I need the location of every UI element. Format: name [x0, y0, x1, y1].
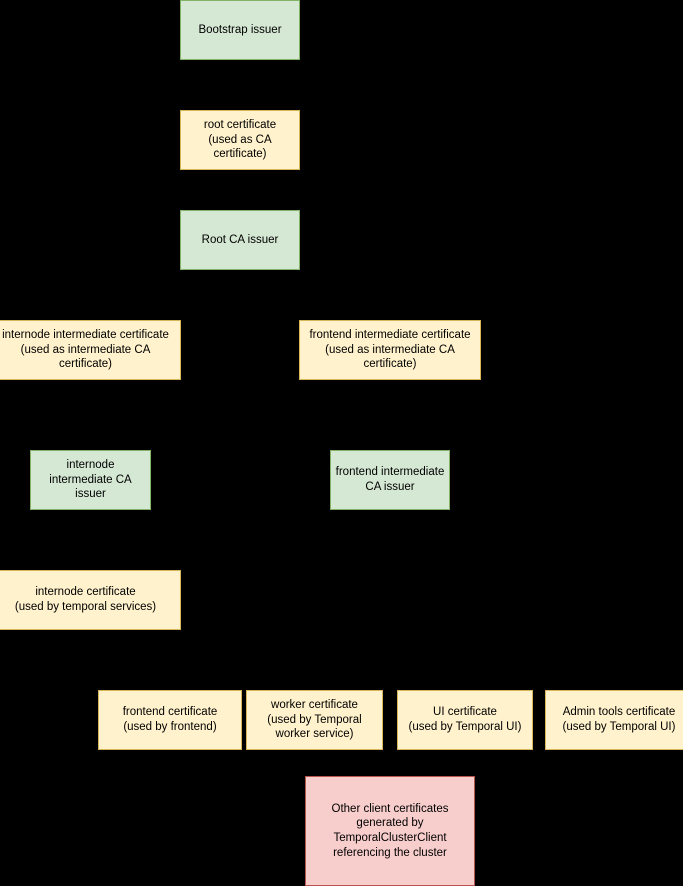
node-other-client-certificates[interactable]: Other client certificates generated by T…: [305, 776, 475, 886]
node-frontend-intermediate-ca-issuer[interactable]: frontend intermediate CA issuer: [330, 450, 450, 510]
edge-root-ca-to-internode-inter: [84, 270, 241, 320]
edge-frontend-issuer-to-frontend-cert: [169, 510, 391, 690]
edge-frontend-issuer-to-ui-cert: [389, 510, 466, 690]
node-frontend-certificate[interactable]: frontend certificate (used by frontend): [98, 690, 242, 750]
node-internode-intermediate-ca-issuer[interactable]: internode intermediate CA issuer: [30, 450, 151, 510]
edge-frontend-issuer-to-worker-cert: [313, 510, 391, 690]
edge-root-ca-to-frontend-inter: [239, 270, 391, 320]
node-ui-certificate[interactable]: UI certificate (used by Temporal UI): [397, 690, 533, 750]
node-root-certificate[interactable]: root certificate (used as CA certificate…: [180, 110, 300, 170]
node-worker-certificate[interactable]: worker certificate (used by Temporal wor…: [246, 690, 383, 750]
node-bootstrap-issuer[interactable]: Bootstrap issuer: [180, 0, 300, 60]
node-internode-certificate[interactable]: internode certificate (used by temporal …: [0, 570, 181, 630]
node-admin-tools-certificate[interactable]: Admin tools certificate (used by Tempora…: [545, 690, 683, 750]
node-root-ca-issuer[interactable]: Root CA issuer: [180, 210, 300, 270]
node-frontend-intermediate-certificate[interactable]: frontend intermediate certificate (used …: [299, 320, 481, 380]
node-internode-intermediate-certificate[interactable]: internode intermediate certificate (used…: [0, 320, 181, 380]
edge-frontend-issuer-to-admin-cert: [389, 510, 620, 690]
